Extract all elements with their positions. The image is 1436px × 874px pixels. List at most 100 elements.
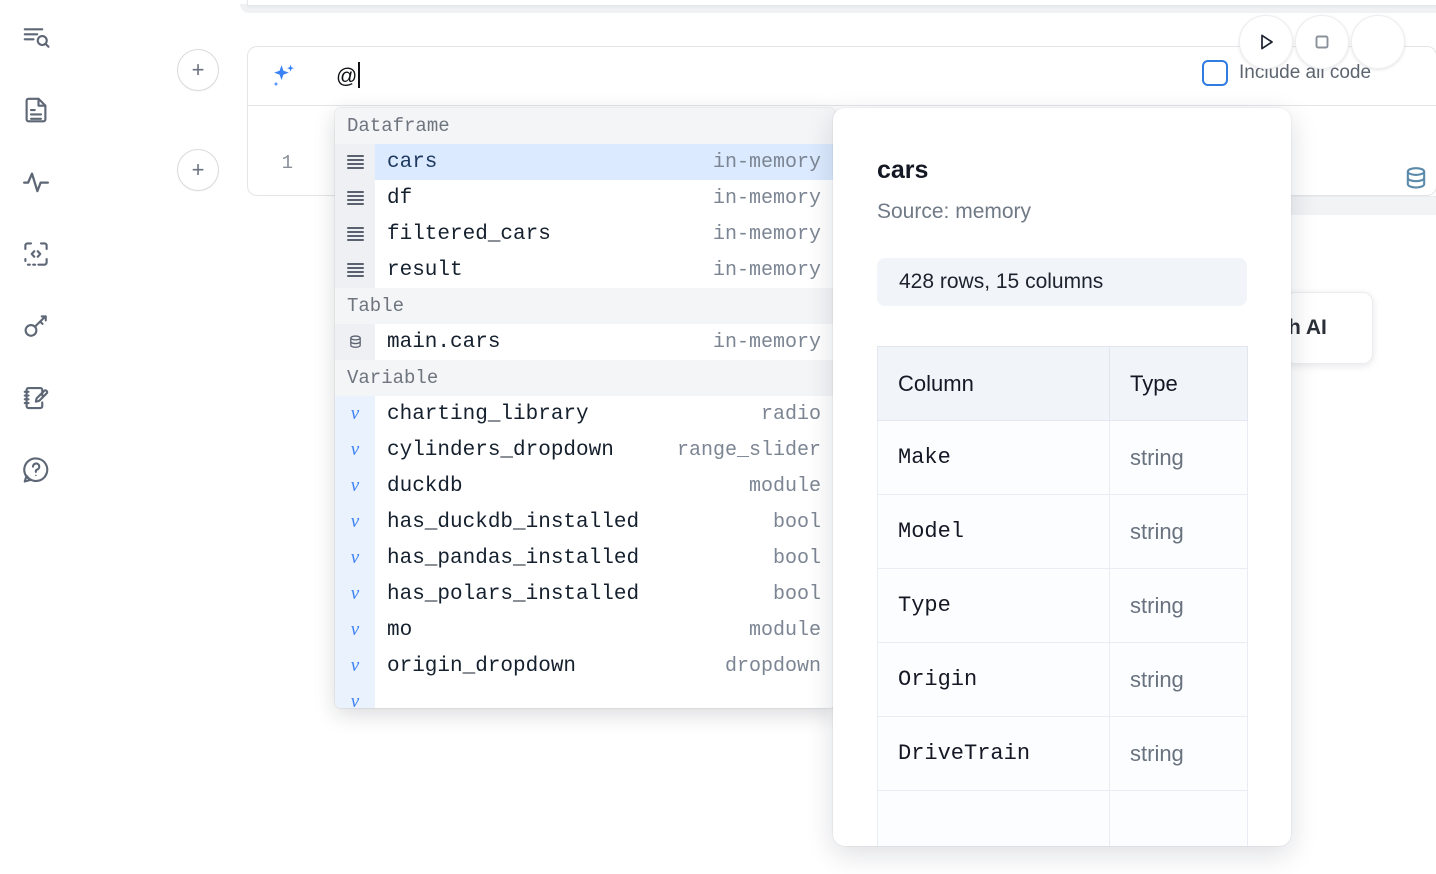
schema-column-name: Model xyxy=(877,494,1110,569)
previous-cell-partial[interactable] xyxy=(247,0,1436,6)
notebook-edit-icon xyxy=(21,383,51,413)
schema-column-type xyxy=(1109,790,1248,846)
variable-icon: v xyxy=(335,468,375,504)
stop-button[interactable] xyxy=(1295,15,1349,69)
autocomplete-item-name: has_polars_installed xyxy=(387,582,640,606)
ai-prompt-value: @ xyxy=(336,65,358,88)
sidebar-item-secrets[interactable] xyxy=(12,302,60,350)
database-icon[interactable] xyxy=(1402,165,1430,198)
autocomplete-item-type: bool xyxy=(772,510,821,534)
variable-icon: v xyxy=(335,576,375,612)
autocomplete-item-type: dropdown xyxy=(724,654,821,678)
add-cell-button-top[interactable]: + xyxy=(177,49,219,91)
autocomplete-item[interactable]: v origin_dropdown dropdown xyxy=(335,648,835,684)
sidebar-item-activity[interactable] xyxy=(12,158,60,206)
autocomplete-item-type: range_slider xyxy=(676,438,821,462)
dataframe-icon xyxy=(335,180,375,216)
ai-prompt-input[interactable]: @ xyxy=(336,61,361,93)
autocomplete-item-name: has_duckdb_installed xyxy=(387,510,640,534)
code-snippet-icon xyxy=(21,239,51,269)
autocomplete-item-type: bool xyxy=(772,582,821,606)
autocomplete-item[interactable]: v has_polars_installed bool xyxy=(335,576,835,612)
autocomplete-item[interactable]: v cylinders_dropdown range_slider xyxy=(335,432,835,468)
dataframe-icon xyxy=(335,252,375,288)
autocomplete-item[interactable]: v has_duckdb_installed bool xyxy=(335,504,835,540)
preview-title: cars xyxy=(877,156,929,184)
include-all-code-checkbox[interactable]: Include all code xyxy=(1202,60,1371,86)
autocomplete-item-name: result xyxy=(387,258,463,282)
explore-outline-icon xyxy=(21,23,51,53)
preview-stats-badge: 428 rows, 15 columns xyxy=(877,258,1247,306)
sidebar-item-document[interactable] xyxy=(12,86,60,134)
generate-with-ai-button[interactable]: h AI xyxy=(1285,292,1373,364)
text-cursor xyxy=(358,62,361,88)
sidebar-item-snippets[interactable] xyxy=(12,230,60,278)
plus-icon: + xyxy=(191,57,205,82)
column-header-column: Column xyxy=(877,346,1110,421)
autocomplete-item-type: in-memory xyxy=(712,330,821,354)
ai-prompt-cell[interactable]: @ xyxy=(247,46,1172,106)
run-button[interactable] xyxy=(1239,15,1293,69)
autocomplete-group-header: Table xyxy=(335,288,835,324)
schema-column-name: Make xyxy=(877,420,1110,495)
variable-icon: v xyxy=(335,432,375,468)
table-row xyxy=(877,790,1248,846)
dataframe-icon xyxy=(335,144,375,180)
sidebar-item-help[interactable] xyxy=(12,446,60,494)
autocomplete-item-type: in-memory xyxy=(712,186,821,210)
line-number: 1 xyxy=(281,152,293,174)
schema-column-type: string xyxy=(1109,716,1248,791)
autocomplete-item[interactable]: cars in-memory xyxy=(335,144,835,180)
variable-icon: v xyxy=(335,540,375,576)
variable-icon: v xyxy=(335,612,375,648)
dataframe-preview-panel: cars Source: memory 428 rows, 15 columns… xyxy=(833,108,1291,846)
schema-column-type: string xyxy=(1109,494,1248,569)
checkbox-box[interactable] xyxy=(1202,60,1228,86)
schema-column-name: Type xyxy=(877,568,1110,643)
autocomplete-item-type: module xyxy=(748,474,821,498)
variable-icon: v xyxy=(335,396,375,432)
generate-with-ai-label: h AI xyxy=(1288,316,1327,339)
autocomplete-item[interactable]: v xyxy=(335,684,835,708)
sidebar-item-explore[interactable] xyxy=(12,14,60,62)
preview-source: Source: memory xyxy=(877,200,1032,223)
key-icon xyxy=(21,311,51,341)
previous-cell-shadow xyxy=(240,4,1436,13)
autocomplete-item-name: cars xyxy=(387,150,438,174)
table-header-row: Column Type xyxy=(877,346,1248,421)
schema-column-type: string xyxy=(1109,568,1248,643)
variable-icon: v xyxy=(335,684,375,708)
schema-column-name: Origin xyxy=(877,642,1110,717)
autocomplete-item-type: in-memory xyxy=(712,150,821,174)
autocomplete-item[interactable]: df in-memory xyxy=(335,180,835,216)
sidebar-item-scratchpad[interactable] xyxy=(12,374,60,422)
cell-divider xyxy=(1173,196,1436,197)
autocomplete-item-name: cylinders_dropdown xyxy=(387,438,614,462)
sparkle-icon xyxy=(268,61,300,93)
table-icon xyxy=(335,324,375,360)
autocomplete-item-name: df xyxy=(387,186,413,210)
cell-action-icons: M↓ xyxy=(1402,165,1436,198)
variable-icon: v xyxy=(335,504,375,540)
variable-icon: v xyxy=(335,648,375,684)
more-actions-button[interactable] xyxy=(1351,15,1405,69)
activity-pulse-icon xyxy=(21,167,51,197)
autocomplete-item-name: has_pandas_installed xyxy=(387,546,640,570)
schema-column-type: string xyxy=(1109,642,1248,717)
add-cell-button-bottom[interactable]: + xyxy=(177,149,219,191)
autocomplete-item-type: radio xyxy=(760,402,821,426)
autocomplete-item-name: origin_dropdown xyxy=(387,654,577,678)
